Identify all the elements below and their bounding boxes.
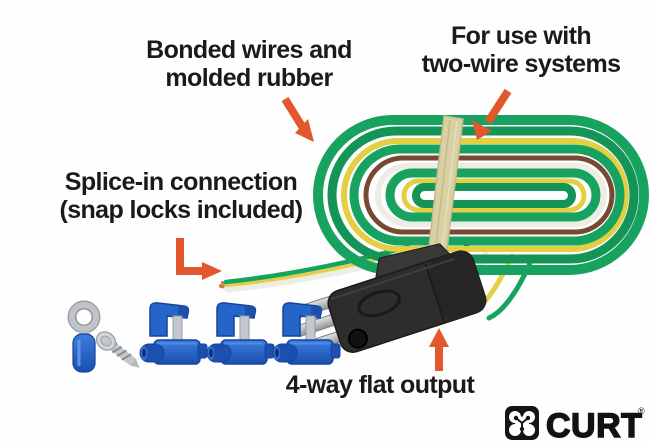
label-splice-line1: Splice-in connection — [64, 168, 298, 196]
bonded-wires-arrow — [281, 96, 314, 142]
label-bonded-line1: Bonded wires and — [146, 36, 352, 64]
label-splice-line2: (snap locks included) — [59, 196, 303, 224]
two-wire-arrow — [472, 88, 512, 140]
label-output-line1: 4-way flat output — [285, 371, 475, 399]
label-splice-connection: Splice-in connection (snap locks include… — [30, 168, 332, 224]
mounting-screw — [95, 331, 140, 368]
label-bonded-line2: molded rubber — [165, 64, 333, 92]
label-bonded-wires: Bonded wires and molded rubber — [126, 36, 372, 92]
bonded-wire-coil — [313, 115, 649, 275]
label-twowire-line2: two-wire systems — [421, 50, 621, 78]
label-four-way-output: 4-way flat output — [262, 371, 498, 399]
curt-logo: CURT ® — [505, 406, 645, 445]
curt-wordmark: CURT — [546, 407, 642, 445]
label-two-wire-systems: For use with two-wire systems — [394, 22, 648, 78]
snap-lock-connector-1 — [139, 301, 208, 365]
splice-arrow — [176, 238, 222, 280]
ring-terminal — [67, 300, 101, 373]
registered-mark: ® — [638, 406, 645, 416]
snap-lock-connector-2 — [206, 301, 275, 365]
callout-arrows — [176, 88, 512, 371]
output-arrow — [429, 328, 449, 371]
label-twowire-line1: For use with — [450, 22, 592, 50]
